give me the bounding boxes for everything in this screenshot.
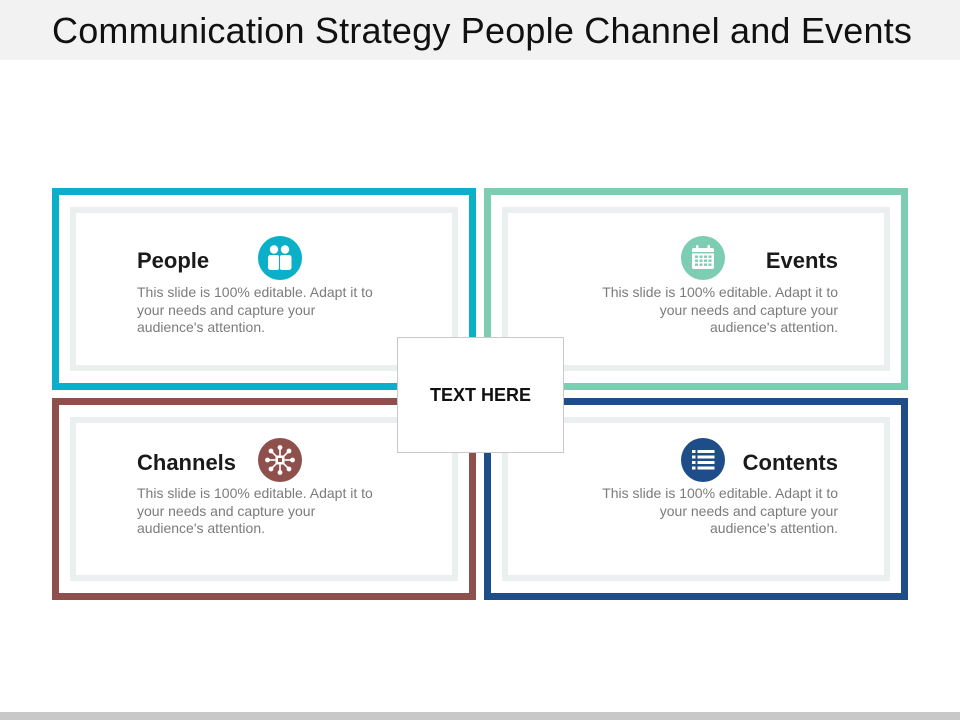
contents-description: This slide is 100% editable. Adapt it to… <box>602 485 838 536</box>
list-icon <box>681 438 725 482</box>
events-card <box>484 188 908 390</box>
channels-heading: Channels <box>137 450 237 475</box>
channels-card-inner-frame <box>70 417 458 581</box>
title-bar: Communication Strategy People Channel an… <box>0 0 960 60</box>
slide-title: Communication Strategy People Channel an… <box>52 10 913 51</box>
people-description: This slide is 100% editable. Adapt it to… <box>137 284 373 335</box>
events-card-inner-frame <box>502 207 890 371</box>
calendar-icon <box>681 236 725 280</box>
people-heading: People <box>137 248 210 273</box>
contents-heading: Contents <box>742 450 838 475</box>
events-heading: Events <box>765 248 838 273</box>
events-description: This slide is 100% editable. Adapt it to… <box>602 284 838 335</box>
people-card <box>52 188 476 390</box>
people-card-inner-frame <box>70 207 458 371</box>
channels-description: This slide is 100% editable. Adapt it to… <box>137 485 373 536</box>
contents-card-inner-frame <box>502 417 890 581</box>
center-label-box: TEXT HERE <box>397 337 564 453</box>
bottom-bar <box>0 712 960 720</box>
network-icon <box>258 438 302 482</box>
people-icon <box>258 236 302 280</box>
center-label: TEXT HERE <box>429 385 531 405</box>
